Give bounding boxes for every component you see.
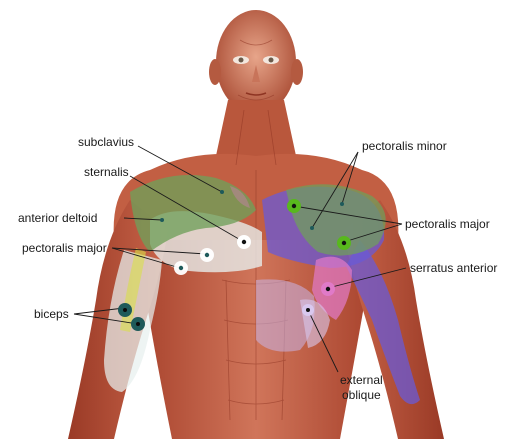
trigger-point-pectoralis-major-left-1 bbox=[200, 248, 214, 262]
trigger-point-external-oblique bbox=[302, 304, 314, 316]
trigger-point-anterior-deltoid bbox=[160, 218, 164, 222]
trigger-point-sternalis bbox=[237, 235, 251, 249]
trigger-point-pectoralis-minor-1 bbox=[310, 226, 314, 230]
trigger-point-pectoralis-minor-2 bbox=[340, 202, 344, 206]
leader-lines bbox=[73, 145, 407, 373]
label-pectoralis-major-right: pectoralis major bbox=[405, 217, 490, 231]
trigger-point-biceps-2 bbox=[131, 317, 145, 331]
label-biceps: biceps bbox=[34, 307, 69, 321]
trigger-point-pectoralis-major-left-2 bbox=[174, 261, 188, 275]
labels: subclavius sternalis anterior deltoid pe… bbox=[18, 135, 497, 402]
face bbox=[233, 56, 279, 96]
label-external-oblique-2: oblique bbox=[342, 388, 381, 402]
trigger-point-biceps-1 bbox=[118, 303, 132, 317]
label-anterior-deltoid: anterior deltoid bbox=[18, 211, 97, 225]
muscle-overlays bbox=[104, 175, 420, 405]
trigger-point-pectoralis-major-right-1 bbox=[287, 199, 301, 213]
label-pectoralis-minor: pectoralis minor bbox=[362, 139, 447, 153]
label-external-oblique-1: external bbox=[340, 373, 383, 387]
trigger-point-subclavius bbox=[220, 190, 224, 194]
label-sternalis: sternalis bbox=[84, 165, 129, 179]
trigger-point-pectoralis-major-right-2 bbox=[337, 236, 351, 250]
trigger-points bbox=[118, 190, 351, 331]
label-subclavius: subclavius bbox=[78, 135, 134, 149]
trigger-point-serratus-anterior bbox=[321, 282, 335, 296]
label-serratus-anterior: serratus anterior bbox=[410, 261, 497, 275]
label-pectoralis-major-left: pectoralis major bbox=[22, 241, 107, 255]
